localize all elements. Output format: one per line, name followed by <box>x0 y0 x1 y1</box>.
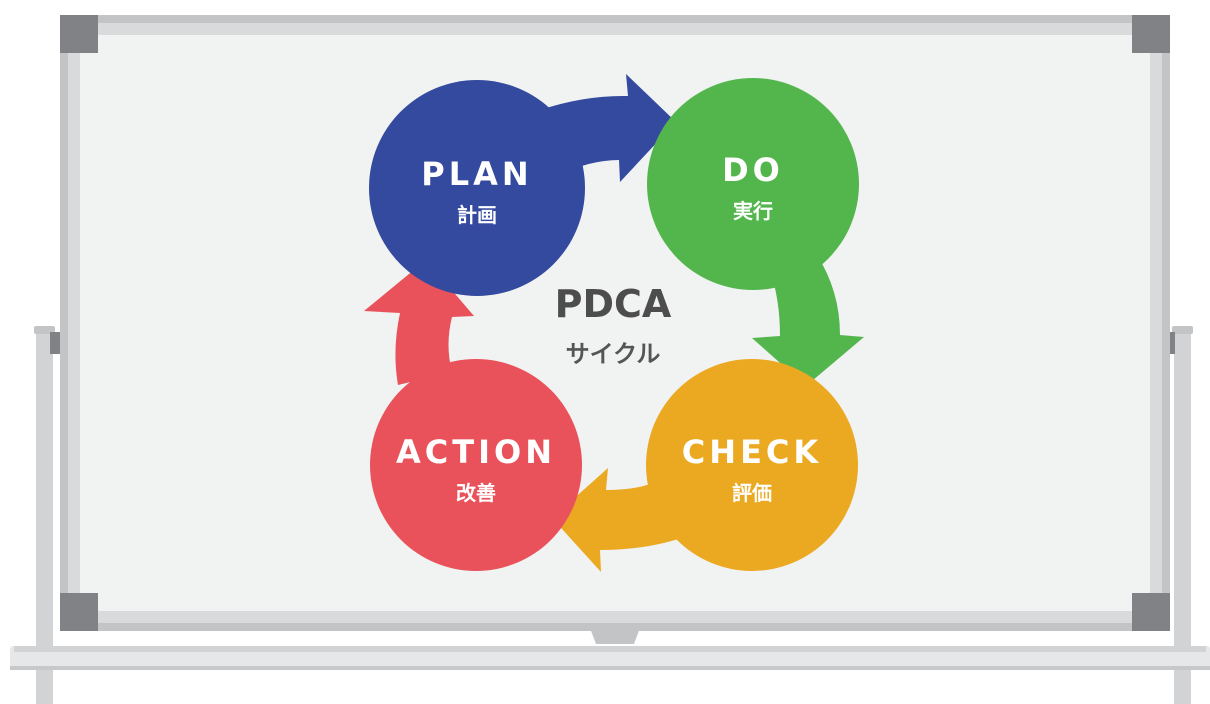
stage-title-action: ACTION <box>396 433 556 471</box>
corner-bottom-left <box>60 593 98 631</box>
corner-bottom-right <box>1132 593 1170 631</box>
stage-subtitle-plan: 計画 <box>457 203 497 227</box>
stage-title-plan: PLAN <box>421 155 532 193</box>
center-subtitle: サイクル <box>566 340 661 368</box>
stand-leg-left-top <box>34 326 55 334</box>
stage-title-do: DO <box>722 151 784 189</box>
stage-circle-do <box>647 78 859 290</box>
corner-top-left <box>60 15 98 53</box>
stand-leg-left <box>36 330 53 704</box>
stage-subtitle-do: 実行 <box>733 199 773 223</box>
stand-leg-right <box>1174 330 1191 704</box>
stage-title-check: CHECK <box>682 433 822 471</box>
stage-subtitle-check: 評価 <box>732 481 772 505</box>
corner-top-right <box>1132 15 1170 53</box>
stage-circle-action <box>370 359 582 571</box>
marker-tray-top <box>14 646 1206 652</box>
center-title: PDCA <box>555 282 672 326</box>
tray-clip <box>590 628 640 644</box>
board-surface <box>80 35 1150 611</box>
stage-circle-check <box>646 359 858 571</box>
stage-subtitle-action: 改善 <box>456 481 496 505</box>
marker-tray-bottom <box>10 666 1210 670</box>
stage-circle-plan <box>369 80 585 296</box>
stand-leg-right-top <box>1172 326 1193 334</box>
